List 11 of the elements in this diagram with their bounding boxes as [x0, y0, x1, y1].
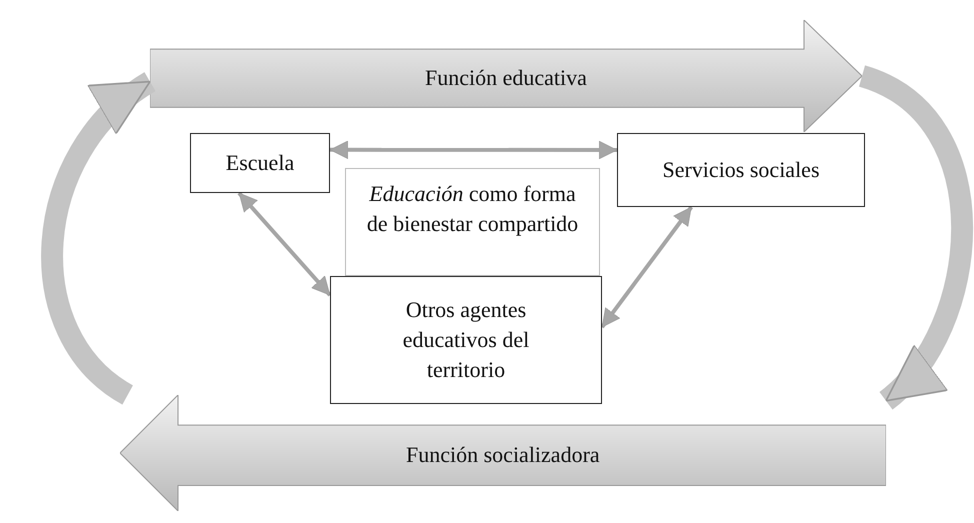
double-arrow	[330, 140, 618, 160]
arrow-label: Función socializadora	[406, 442, 600, 468]
process-box: Servicios sociales	[617, 133, 865, 207]
curved-arrow	[858, 66, 973, 409]
double-arrow	[600, 206, 693, 328]
double-arrow	[238, 192, 332, 297]
curved-arrow	[42, 72, 156, 404]
arrow-label: Función educativa	[425, 65, 587, 92]
process-box: Escuela	[190, 133, 330, 193]
process-box: Otros agentes educativos del territorio	[330, 276, 602, 404]
text-frame: Educación como forma de bienestar compartido	[345, 168, 600, 276]
